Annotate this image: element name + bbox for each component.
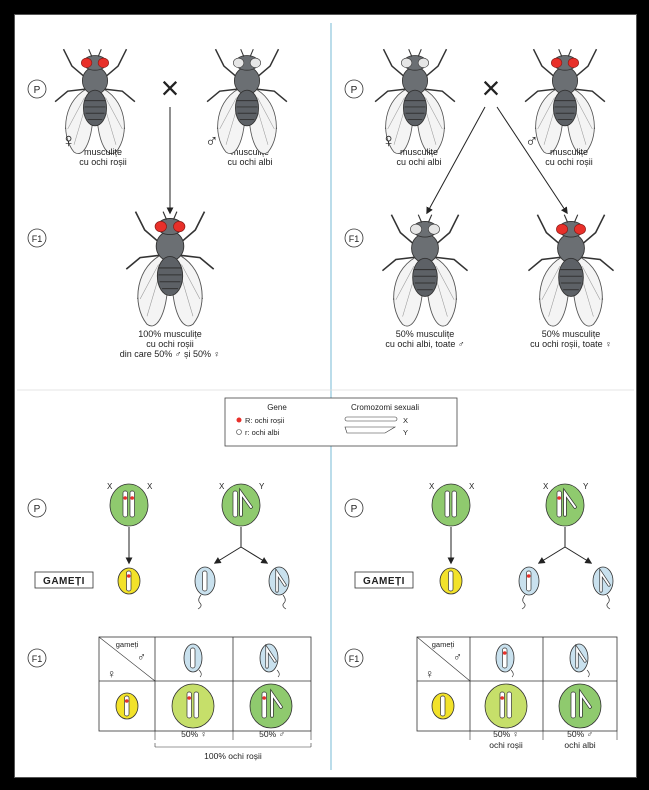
chromosome-x-label: X bbox=[147, 482, 153, 491]
chromosome-y-label: Y bbox=[583, 482, 589, 491]
right-punnett-square: F1 gameți ♂ ♀ 50% ♀ ochi roșii 50% ♂ o bbox=[344, 636, 618, 750]
pct-female: 50% ♀ bbox=[493, 729, 519, 739]
chromosome-x-label: X bbox=[543, 482, 549, 491]
generation-p-label: P bbox=[34, 85, 41, 96]
pct-male: 50% ♂ bbox=[567, 729, 593, 739]
male-label-line-1: musculițe bbox=[550, 147, 588, 157]
f1-right-label-line-2: cu ochi roșii, toate ♀ bbox=[530, 339, 612, 349]
left-gamete-cross: P X X X Y GAMEȚI bbox=[27, 482, 290, 610]
female-label-line-2: cu ochi albi bbox=[396, 157, 441, 167]
chromosome-x-label: X bbox=[107, 482, 113, 491]
generation-f1-label: F1 bbox=[349, 234, 360, 244]
f1-label-line-1: 100% musculițe bbox=[138, 329, 202, 339]
punnett-corner-label: gameți bbox=[432, 640, 455, 649]
f1-left-label-line-1: 50% musculițe bbox=[396, 329, 455, 339]
sperm-y-gamete bbox=[268, 566, 290, 596]
f1-label-line-2: cu ochi roșii bbox=[146, 339, 194, 349]
female-cell bbox=[431, 483, 471, 527]
gametes-label-box bbox=[34, 571, 94, 589]
generation-f1-badge bbox=[344, 648, 364, 668]
genetics-diagram: P ♀ musculițe cu ochi albi musculițe cu … bbox=[17, 23, 634, 770]
generation-p-badge bbox=[344, 79, 364, 99]
legend-y-label: Y bbox=[403, 428, 408, 437]
legend-box: Gene Cromozomi sexuali R: ochi roșii r: … bbox=[224, 397, 458, 447]
f1-left-label-line-2: cu ochi albi, toate ♂ bbox=[385, 339, 464, 349]
right-gamete-cross: P X X X Y GAMEȚI bbox=[344, 482, 614, 610]
x-chromosome-icon bbox=[344, 416, 398, 422]
y-chromosome bbox=[240, 489, 252, 516]
legend-chromosomes-title: Cromozomi sexuali bbox=[351, 403, 419, 412]
y-chromosome-icon bbox=[344, 426, 397, 434]
gametes-label-box bbox=[354, 571, 414, 589]
generation-f1-label: F1 bbox=[32, 234, 43, 244]
gametes-label: GAMEȚI bbox=[363, 576, 405, 587]
punnett-female-symbol: ♀ bbox=[425, 667, 434, 681]
generation-p-badge bbox=[344, 498, 364, 518]
chromosome-x-label: X bbox=[429, 482, 435, 491]
chromosome-x-label: X bbox=[469, 482, 475, 491]
cross-arrow-left bbox=[426, 106, 486, 215]
punnett-male-symbol: ♂ bbox=[137, 650, 146, 664]
generation-p-label: P bbox=[34, 504, 41, 515]
left-punnett-square: F1 gameți ♂ ♀ 50% ♀ 50% ♂ bbox=[27, 636, 312, 761]
female-label-line-2: cu ochi roșii bbox=[79, 157, 127, 167]
total-label: 100% ochi roșii bbox=[204, 751, 262, 761]
left-parent-cross: P ♀ musculițe cu ochi albi musculițe cu … bbox=[27, 48, 288, 359]
recessive-allele-dot bbox=[236, 429, 242, 435]
offspring-female-cell bbox=[171, 683, 215, 729]
generation-f1-label: F1 bbox=[349, 654, 360, 664]
f1-fly-red-eyes bbox=[125, 210, 215, 327]
male-label-line-1: musculițe bbox=[231, 147, 269, 157]
f1-right-label-line-1: 50% musculițe bbox=[542, 329, 601, 339]
gametes-label: GAMEȚI bbox=[43, 576, 85, 587]
male-label-line-2: cu ochi albi bbox=[227, 157, 272, 167]
female-label-line-1: musculițe bbox=[84, 147, 122, 157]
generation-f1-badge bbox=[27, 228, 47, 248]
legend-gene-recessive: r: ochi albi bbox=[245, 428, 280, 437]
f1-female-fly-red-eyes bbox=[527, 213, 615, 327]
generation-p-badge bbox=[27, 498, 47, 518]
male-symbol: ♂ bbox=[205, 131, 219, 151]
f1-label-line-3: din care 50% ♂ și 50% ♀ bbox=[120, 349, 221, 359]
x-chromosome bbox=[232, 490, 238, 518]
pct-male: 50% ♂ bbox=[259, 729, 285, 739]
pct-female: 50% ♀ bbox=[181, 729, 207, 739]
punnett-female-symbol: ♀ bbox=[107, 667, 116, 681]
legend-gene-dominant: R: ochi roșii bbox=[245, 416, 285, 425]
right-parent-cross: P ♀ musculițe cu ochi albi ♂ musculițe c… bbox=[344, 48, 615, 349]
male-symbol: ♂ bbox=[525, 131, 539, 151]
punnett-male-symbol: ♂ bbox=[453, 650, 462, 664]
x-chromosome bbox=[129, 490, 135, 518]
female-symbol: ♀ bbox=[61, 130, 76, 152]
chromosome-y-label: Y bbox=[259, 482, 265, 491]
generation-f1-badge bbox=[344, 228, 364, 248]
female-label-line-1: musculițe bbox=[400, 147, 438, 157]
legend-x-label: X bbox=[403, 416, 408, 425]
pct-male-sub: ochi albi bbox=[564, 740, 595, 750]
punnett-corner-label: gameți bbox=[116, 640, 139, 649]
generation-f1-badge bbox=[27, 648, 47, 668]
female-symbol: ♀ bbox=[381, 130, 396, 152]
cross-arrow-right bbox=[496, 106, 568, 215]
male-label-line-2: cu ochi roșii bbox=[545, 157, 593, 167]
cross-symbol: × bbox=[482, 70, 501, 106]
generation-p-label: P bbox=[351, 85, 358, 96]
generation-p-badge bbox=[27, 79, 47, 99]
generation-p-label: P bbox=[351, 504, 358, 515]
x-chromosome bbox=[122, 490, 128, 518]
chromosome-x-label: X bbox=[219, 482, 225, 491]
f1-male-fly-white-eyes bbox=[381, 213, 469, 327]
dominant-allele-dot bbox=[236, 417, 242, 423]
pct-female-sub: ochi roșii bbox=[489, 740, 523, 750]
male-fly-white-eyes bbox=[206, 48, 288, 155]
diagram-panel: P ♀ musculițe cu ochi albi musculițe cu … bbox=[14, 14, 637, 778]
female-cell bbox=[109, 483, 149, 527]
generation-f1-label: F1 bbox=[32, 654, 43, 664]
legend-genes-title: Gene bbox=[267, 403, 287, 412]
cross-symbol: × bbox=[161, 70, 180, 106]
